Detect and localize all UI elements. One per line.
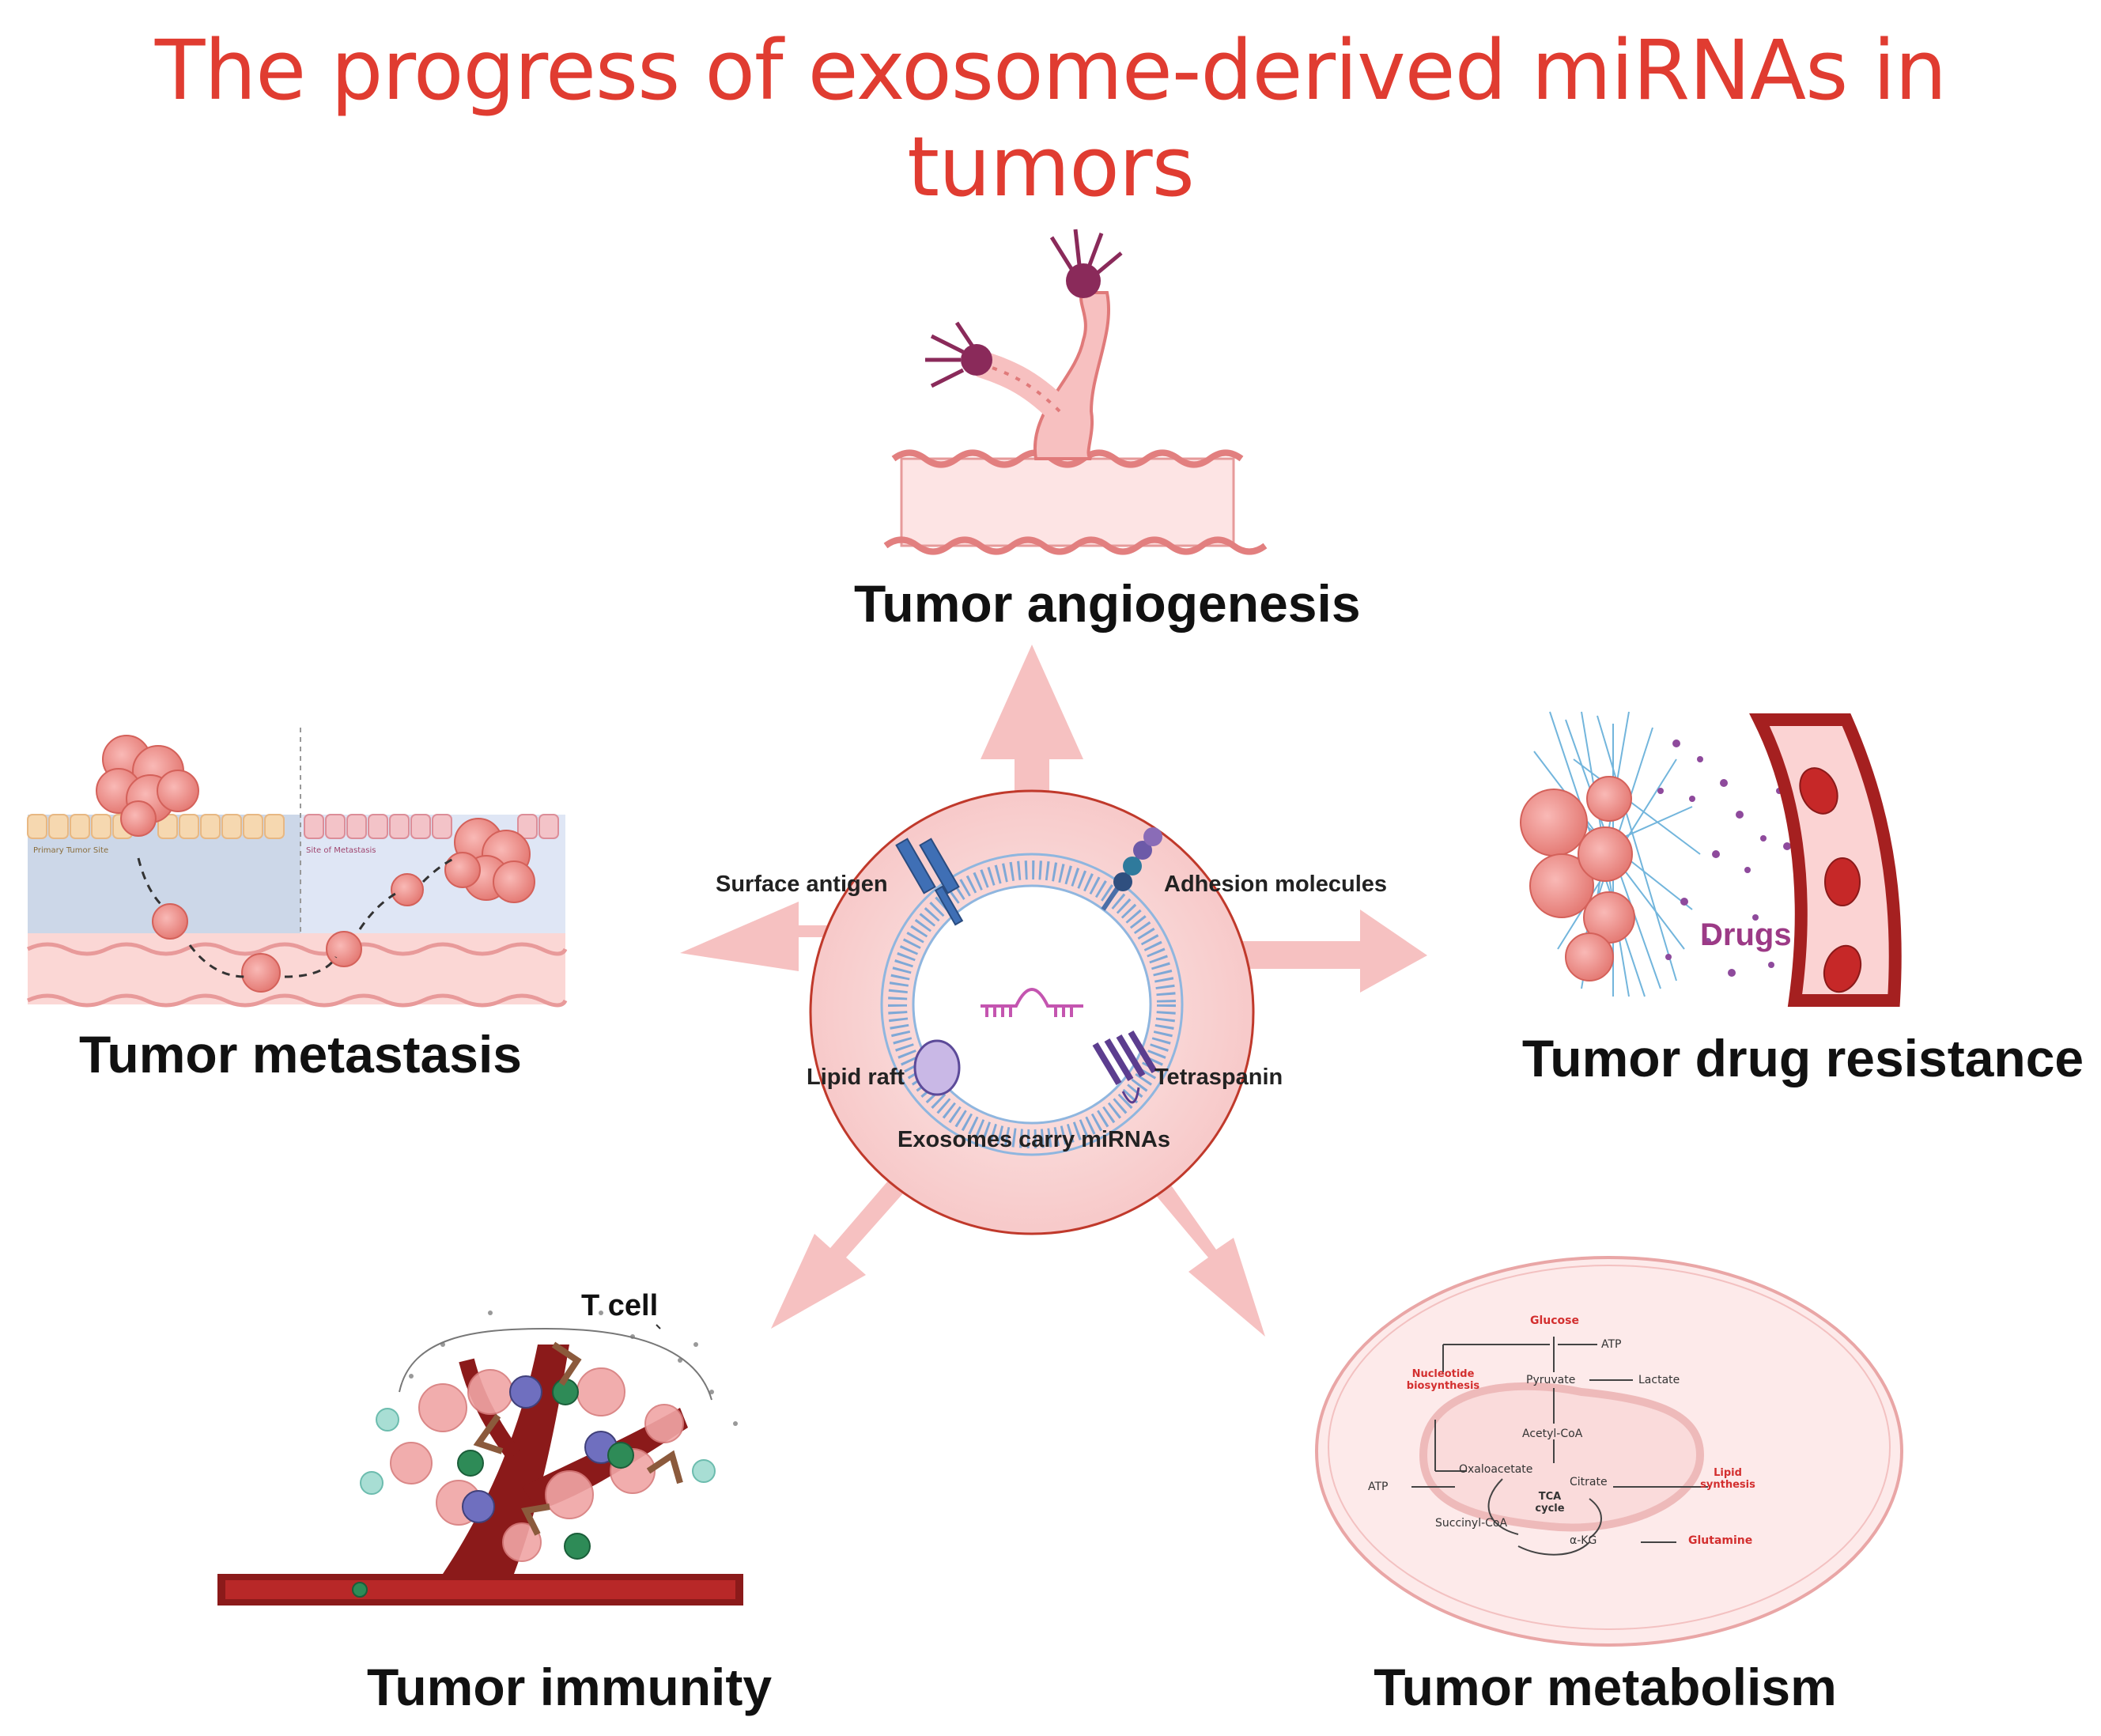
exosome-icon: [809, 789, 1255, 1235]
metab-citrate: Citrate: [1570, 1476, 1608, 1488]
arrow-up: [981, 645, 1083, 838]
metab-acetyl-coa: Acetyl-CoA: [1522, 1428, 1583, 1440]
blood-vessel-icon: [883, 229, 1268, 555]
drug-resistance-illustration: [1520, 711, 1902, 1007]
metab-atp-left: ATP: [1368, 1481, 1389, 1493]
metastasis-illustration: [26, 728, 568, 1008]
panel-label-angiogenesis: Tumor angiogenesis: [854, 574, 1361, 633]
panel-label-immunity: Tumor immunity: [366, 1658, 773, 1716]
panel-label-metabolism: Tumor metabolism: [1374, 1658, 1837, 1716]
arrow-right: [1210, 910, 1427, 993]
metab-lactate: Lactate: [1638, 1374, 1680, 1386]
metab-tca: TCA cycle: [1535, 1491, 1565, 1515]
tumor-cell-icon: [96, 735, 199, 837]
label-lipid-raft: Lipid raft: [807, 1065, 905, 1090]
label-t-cell: T cell: [581, 1289, 659, 1322]
label-tetraspanin: Tetraspanin: [1154, 1065, 1283, 1090]
label-adhesion-molecules: Adhesion molecules: [1164, 872, 1388, 897]
label-drugs: Drugs: [1700, 917, 1792, 952]
surface-antigen-icon: [895, 838, 964, 926]
mirna-icon: [981, 988, 1083, 1017]
arrows: [680, 645, 1427, 1337]
metab-nucleotide: Nucleotide biosynthesis: [1406, 1368, 1480, 1392]
arrow-left: [680, 902, 870, 971]
label-surface-antigen: Surface antigen: [716, 872, 888, 897]
metab-pyruvate: Pyruvate: [1526, 1374, 1576, 1386]
immunity-illustration: [217, 1311, 743, 1606]
metab-oxaloacetate: Oxaloacetate: [1459, 1463, 1533, 1476]
panel-label-drug-resistance: Tumor drug resistance: [1521, 1029, 2084, 1087]
metab-akg: α-KG: [1570, 1534, 1597, 1547]
metab-atp-top: ATP: [1601, 1338, 1622, 1351]
panel-label-metastasis: Tumor metastasis: [79, 1025, 522, 1084]
metab-succinyl: Succinyl-CoA: [1435, 1517, 1508, 1530]
page-title: The progress of exosome-derived miRNAs i…: [154, 22, 1947, 215]
label-primary-site: Primary Tumor Site: [33, 846, 109, 855]
label-metastasis-site: Site of Metastasis: [306, 846, 376, 855]
lipid-raft-icon: [913, 1039, 961, 1096]
red-blood-cell-icon: [1799, 767, 1862, 993]
metab-lipid: Lipid synthesis: [1700, 1467, 1755, 1491]
exosome-caption: Exosomes carry miRNAs: [897, 1127, 1170, 1152]
mitochondrion-icon: [1315, 1256, 1903, 1647]
metab-glutamine: Glutamine: [1688, 1534, 1753, 1547]
metab-glucose: Glucose: [1530, 1314, 1580, 1327]
arrow-down-left: [771, 1174, 909, 1329]
adhesion-molecule-icon: [1101, 827, 1162, 911]
t-cell-icon: [462, 1375, 618, 1523]
arrow-down-right: [1145, 1171, 1265, 1337]
tetraspanin-icon: [1092, 1030, 1158, 1104]
